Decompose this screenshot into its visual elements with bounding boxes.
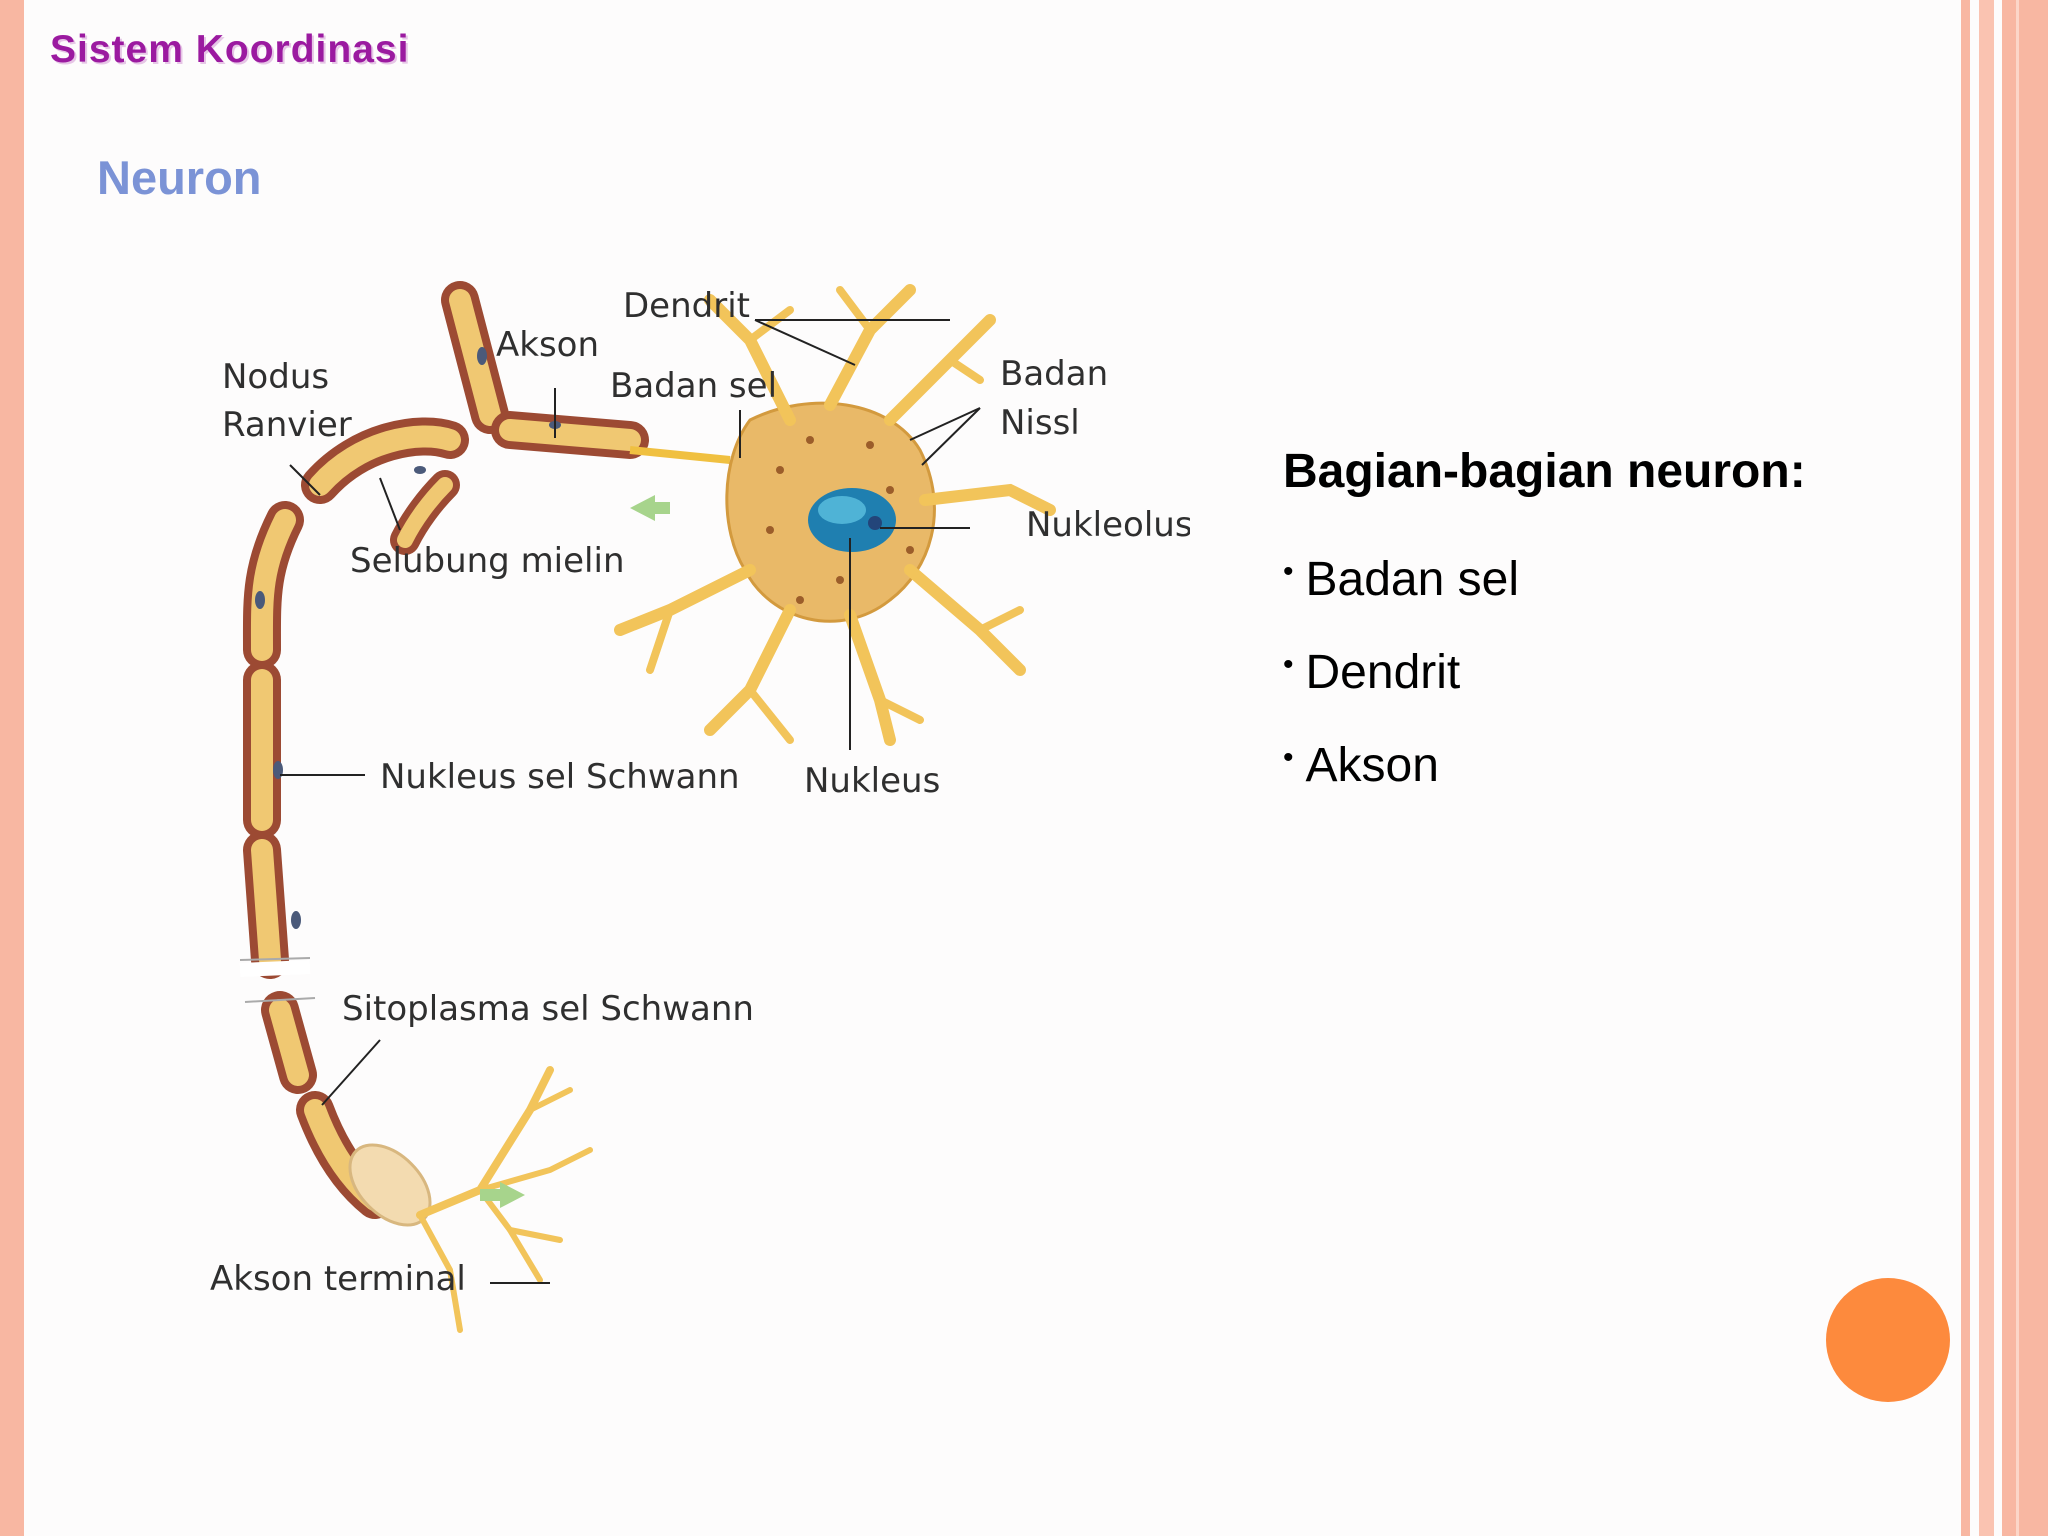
label-nodus: Nodus <box>222 357 329 397</box>
bullet-icon: • <box>1283 554 1294 588</box>
section-title: Sistem Koordinasi <box>50 28 410 71</box>
cell-body <box>725 401 936 623</box>
bullet-icon: • <box>1283 647 1294 681</box>
list-item: • Akson <box>1283 719 1519 812</box>
list-heading: Bagian-bagian neuron: <box>1283 445 1806 498</box>
list-item-text: Akson <box>1305 738 1439 792</box>
label-nukleolus: Nukleolus <box>1026 505 1190 545</box>
label-nukleus: Nukleus <box>804 761 940 801</box>
myelin-sheath <box>239 281 731 1227</box>
label-badan-sel: Badan sel <box>610 366 777 406</box>
right-border-bar <box>1961 0 1970 1536</box>
label-sitoplasma-sel-schwann: Sitoplasma sel Schwann <box>342 989 754 1029</box>
decorative-circle <box>1826 1278 1950 1402</box>
label-ranvier: Ranvier <box>222 405 352 445</box>
label-nukleus-sel-schwann: Nukleus sel Schwann <box>380 757 740 797</box>
list-item: • Badan sel <box>1283 533 1519 626</box>
label-akson: Akson <box>496 325 599 365</box>
right-border-line <box>2016 0 2019 1536</box>
label-badan: Badan <box>1000 354 1108 394</box>
label-dendrit: Dendrit <box>623 286 750 326</box>
arrow-icon <box>480 1182 525 1208</box>
axon-terminal-branches <box>416 1066 593 1333</box>
bullet-icon: • <box>1283 740 1294 774</box>
left-border-bar <box>0 0 24 1536</box>
neuron-diagram: Dendrit Akson Nodus Ranvier Badan sel Ba… <box>210 281 1190 1333</box>
right-border-bar <box>2002 0 2048 1536</box>
label-nissl: Nissl <box>1000 403 1080 443</box>
slide-title: Neuron <box>97 151 262 204</box>
list-item-text: Dendrit <box>1305 645 1461 699</box>
list-item: • Dendrit <box>1283 626 1519 719</box>
list-item-text: Badan sel <box>1305 552 1520 606</box>
arrow-icon <box>630 495 670 521</box>
dendrites <box>614 284 1056 746</box>
label-akson-terminal: Akson terminal <box>210 1259 466 1299</box>
right-border-bar <box>1979 0 1994 1536</box>
label-selubung-mielin: Selubung mielin <box>350 541 625 581</box>
leader-lines <box>280 319 981 1284</box>
bullet-list: • Badan sel • Dendrit • Akson <box>1283 533 1519 812</box>
